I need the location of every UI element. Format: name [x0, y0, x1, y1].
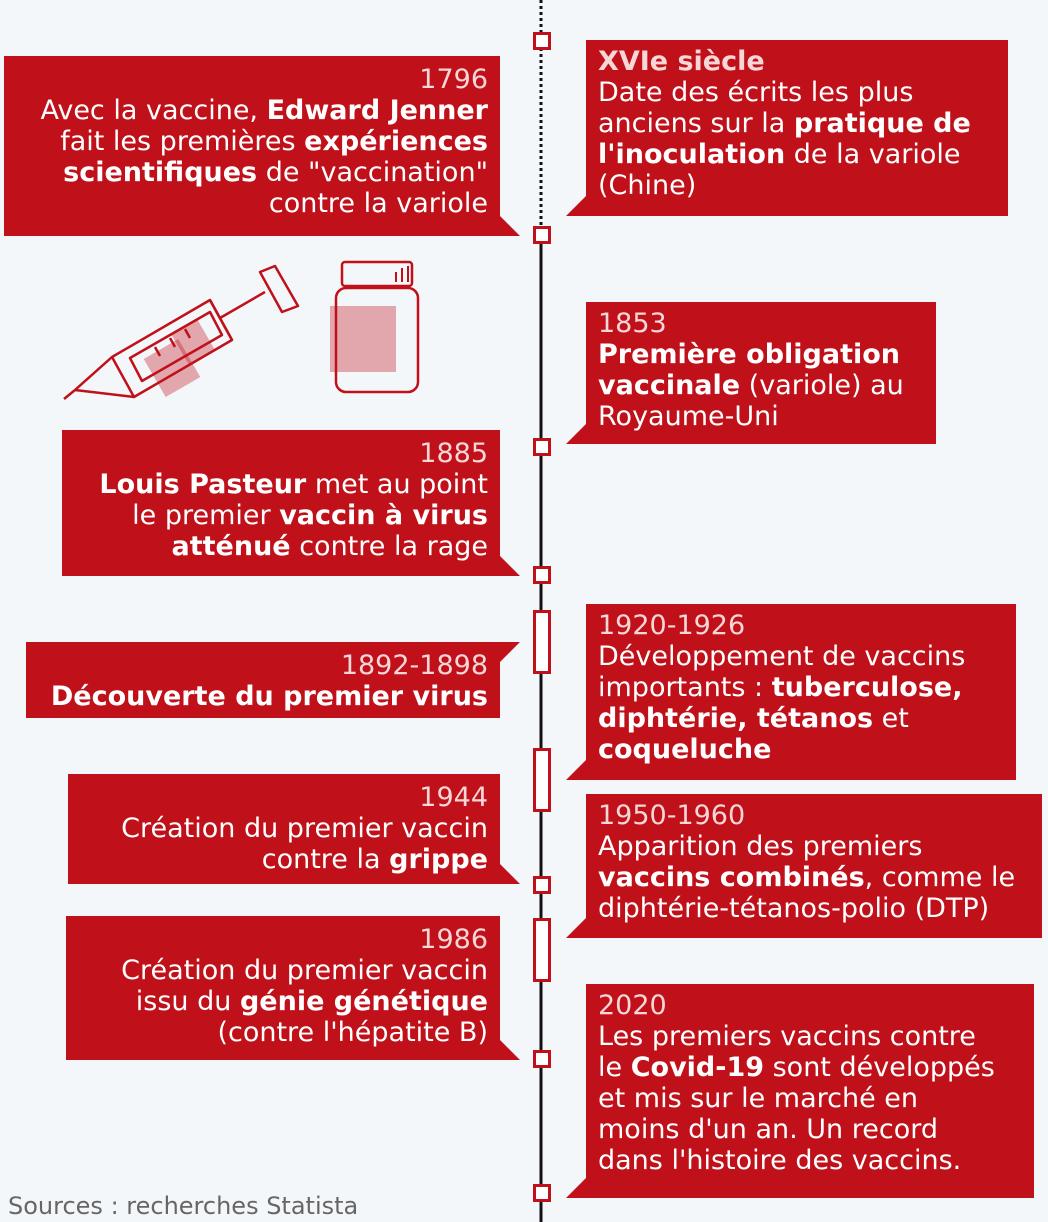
syringe-icon — [63, 264, 300, 400]
event-1944: 1944 Création du premier vaccin contre l… — [68, 774, 520, 884]
event-16th-century: XVIe siècle Date des écrits les plus anc… — [566, 40, 1008, 216]
timeline-marker — [533, 438, 551, 456]
event-2020: 2020 Les premiers vaccins contre le Covi… — [566, 984, 1034, 1198]
event-year: 2020 — [598, 990, 667, 1021]
timeline-marker — [533, 918, 551, 982]
event-year: 1885 — [419, 438, 488, 469]
event-1885: 1885 Louis Pasteur met au point le premi… — [62, 430, 520, 576]
event-1796: 1796 Avec la vaccine, Edward Jenner fait… — [4, 56, 520, 236]
sources-note: Sources : recherches Statista — [8, 1192, 359, 1220]
event-year: 1986 — [419, 924, 488, 955]
event-year: XVIe siècle — [598, 46, 765, 77]
timeline-marker — [533, 1050, 551, 1068]
timeline-marker — [533, 566, 551, 584]
event-1920-1926: 1920-1926 Développement de vaccins impor… — [566, 604, 1016, 780]
event-1853: 1853 Première obligation vaccinale (vari… — [566, 302, 936, 444]
timeline-marker — [533, 32, 551, 50]
timeline-marker — [533, 226, 551, 244]
timeline-marker — [533, 610, 551, 674]
event-year: 1853 — [598, 308, 667, 339]
timeline-marker — [533, 748, 551, 812]
vial-icon — [330, 260, 420, 394]
timeline-marker — [533, 1184, 551, 1202]
event-year: 1796 — [419, 64, 488, 95]
event-1986: 1986 Création du premier vaccin issu du … — [66, 916, 520, 1060]
event-year: 1944 — [419, 782, 488, 813]
event-1950-1960: 1950-1960 Apparition des premiers vaccin… — [566, 794, 1042, 938]
event-year: 1892-1898 — [340, 650, 488, 681]
event-year: 1950-1960 — [598, 800, 746, 831]
event-1892-1898: 1892-1898 Découverte du premier virus — [26, 642, 520, 718]
event-year: 1920-1926 — [598, 610, 746, 641]
timeline-marker — [533, 876, 551, 894]
